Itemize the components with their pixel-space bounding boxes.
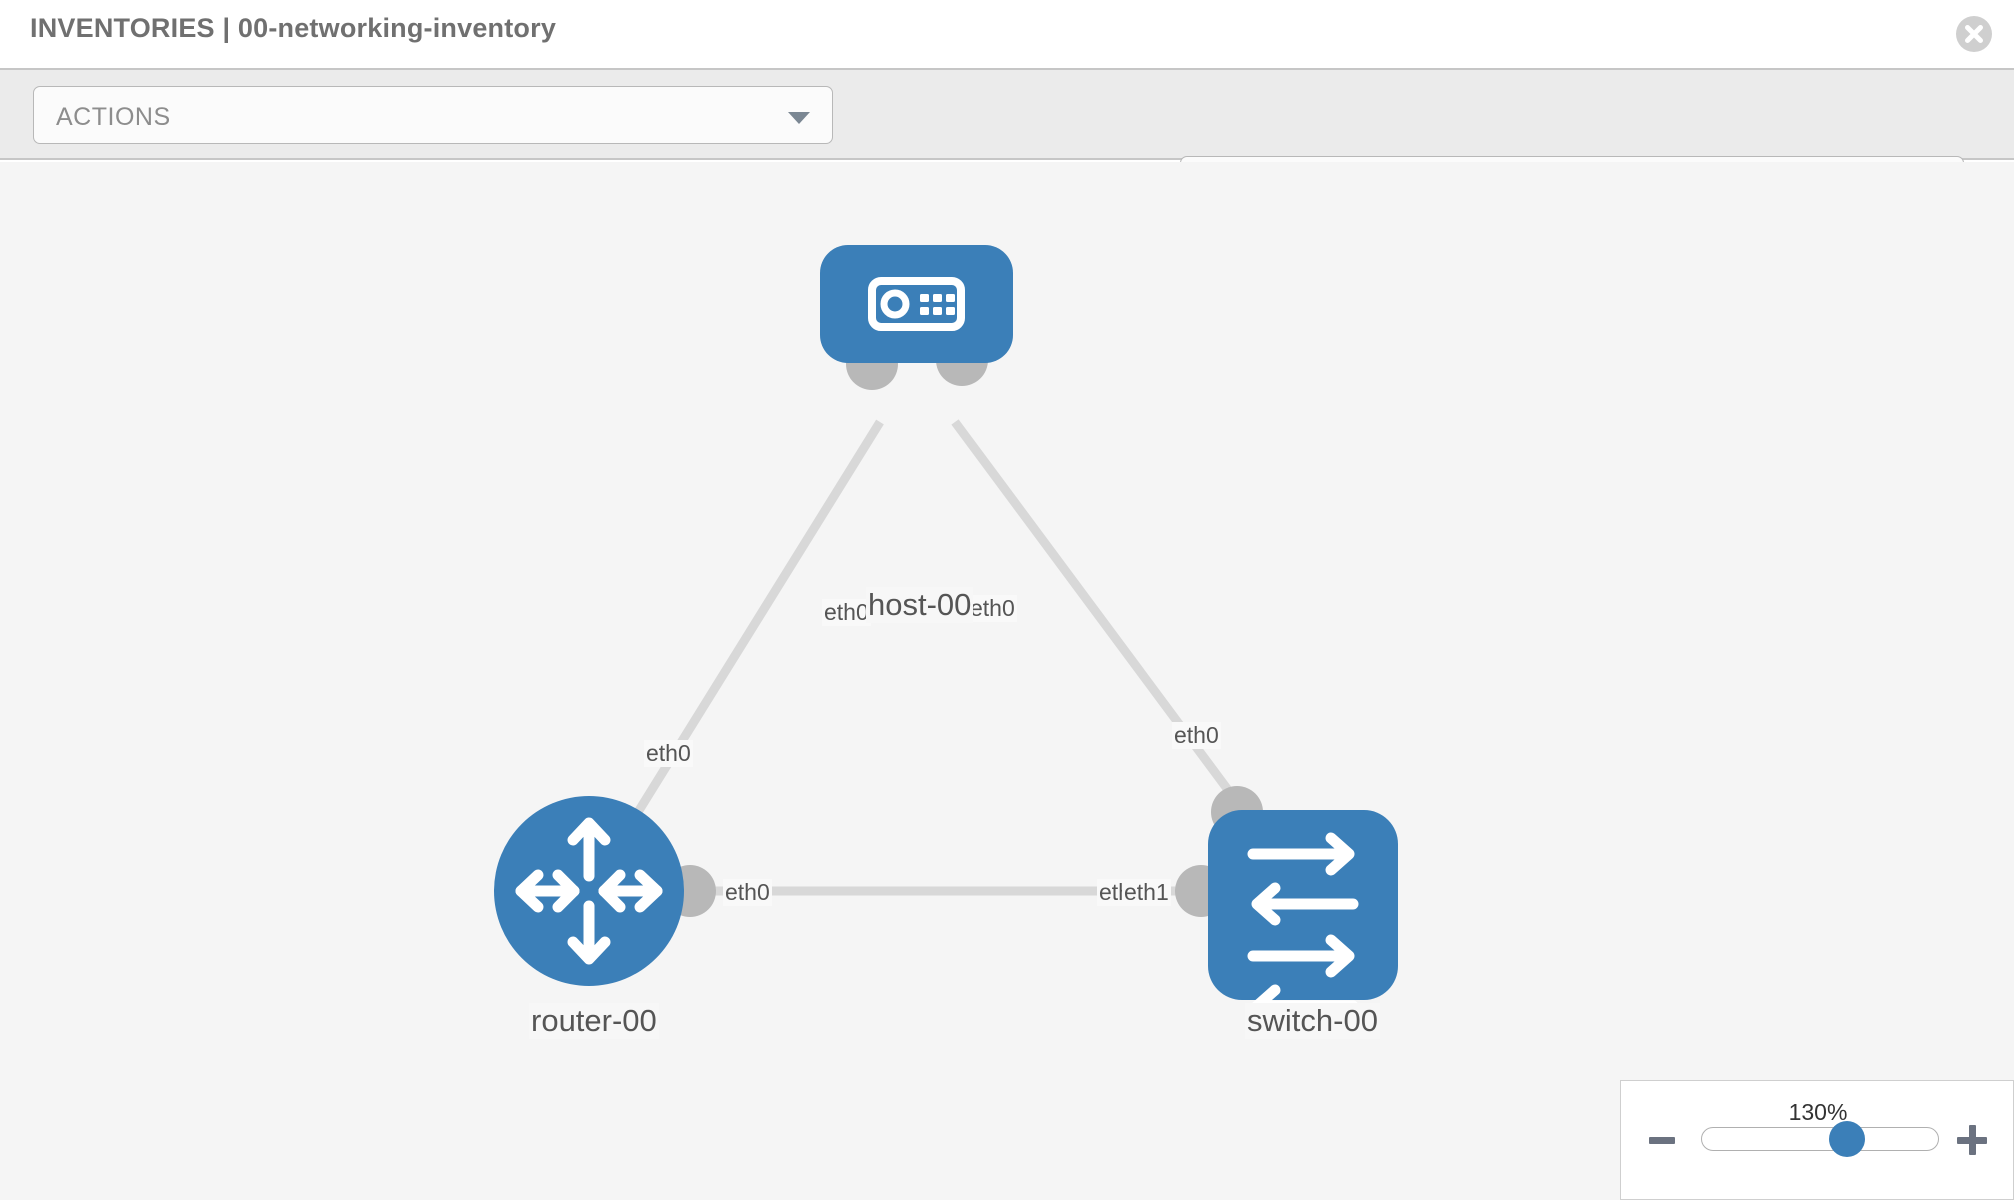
minus-icon[interactable] (1649, 1137, 1675, 1144)
node-label-host: host-00 (866, 587, 974, 623)
iface-label: eth1 (1122, 879, 1171, 906)
topology-links (585, 419, 1307, 896)
chevron-down-icon (788, 112, 810, 124)
page-header: INVENTORIES | 00-networking-inventory (0, 0, 2014, 68)
iface-label: eth0 (644, 740, 693, 767)
page-title: INVENTORIES | 00-networking-inventory (30, 13, 557, 43)
topology-graph (494, 245, 1398, 1028)
actions-dropdown[interactable]: ACTIONS (33, 86, 833, 144)
toolbar: ACTIONS SEARCH (0, 68, 2014, 212)
node-label-router: router-00 (529, 1003, 659, 1039)
zoom-level-value: 130% (1788, 1099, 1848, 1125)
iface-label: eth0 (968, 595, 1017, 622)
close-icon[interactable] (1956, 16, 1992, 52)
iface-label: eth0 (723, 879, 772, 906)
actions-dropdown-label: ACTIONS (56, 103, 171, 131)
node-switch-00[interactable] (1208, 810, 1398, 1028)
zoom-slider-handle[interactable] (1829, 1121, 1865, 1157)
topology-canvas[interactable]: eth0 eth0 eth0 eth0 eth0 eth0 eth1 host-… (0, 162, 2014, 1200)
iface-label: eth0 (822, 599, 871, 626)
iface-label: eth0 (1172, 722, 1221, 749)
zoom-control-panel: 130% (1620, 1080, 2014, 1200)
node-host-00[interactable] (820, 245, 1013, 363)
zoom-slider[interactable] (1701, 1121, 1939, 1157)
node-label-switch: switch-00 (1245, 1003, 1380, 1039)
plus-icon[interactable] (1957, 1125, 1987, 1155)
node-router-00[interactable] (494, 796, 684, 986)
